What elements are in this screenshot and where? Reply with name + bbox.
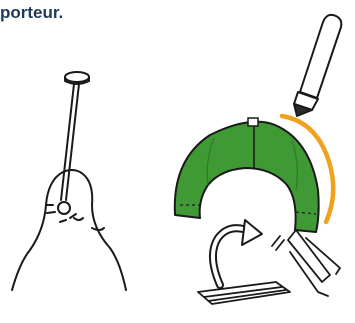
mark-right [69, 213, 84, 221]
holder-clamp [271, 229, 341, 297]
curved-arrow-head [241, 219, 263, 246]
mark-left [45, 204, 56, 214]
orange-arc [279, 113, 336, 225]
head-outline [45, 169, 127, 291]
marker-pen [293, 13, 343, 117]
head-outline-left [11, 204, 47, 291]
pin-illustration [11, 71, 127, 291]
pin-head-rim [64, 76, 90, 85]
arch-seam-left [206, 137, 215, 186]
pin-head [64, 71, 90, 83]
head-side-bump [91, 227, 105, 231]
clamp-arm-2 [289, 251, 329, 297]
arch-top-nub [247, 117, 259, 127]
pin-shaft-right [65, 83, 80, 201]
mark-small [59, 219, 67, 223]
base-plank-line-2 [207, 289, 287, 302]
base-plank-line [203, 286, 283, 298]
arch-illustration [173, 13, 343, 305]
caption-text: porteur. [0, 3, 64, 22]
clamp-arm-1 [305, 237, 341, 275]
stand-base [197, 281, 291, 305]
clamp-body [287, 229, 331, 283]
marker-body [299, 13, 343, 99]
clamp-screw [271, 235, 285, 251]
pin-shaft-left [60, 83, 75, 201]
pin-tip-circle [57, 201, 71, 215]
marker-tip [293, 103, 313, 117]
arch-seam-right [291, 139, 298, 191]
curved-arrow-inner [211, 226, 254, 287]
